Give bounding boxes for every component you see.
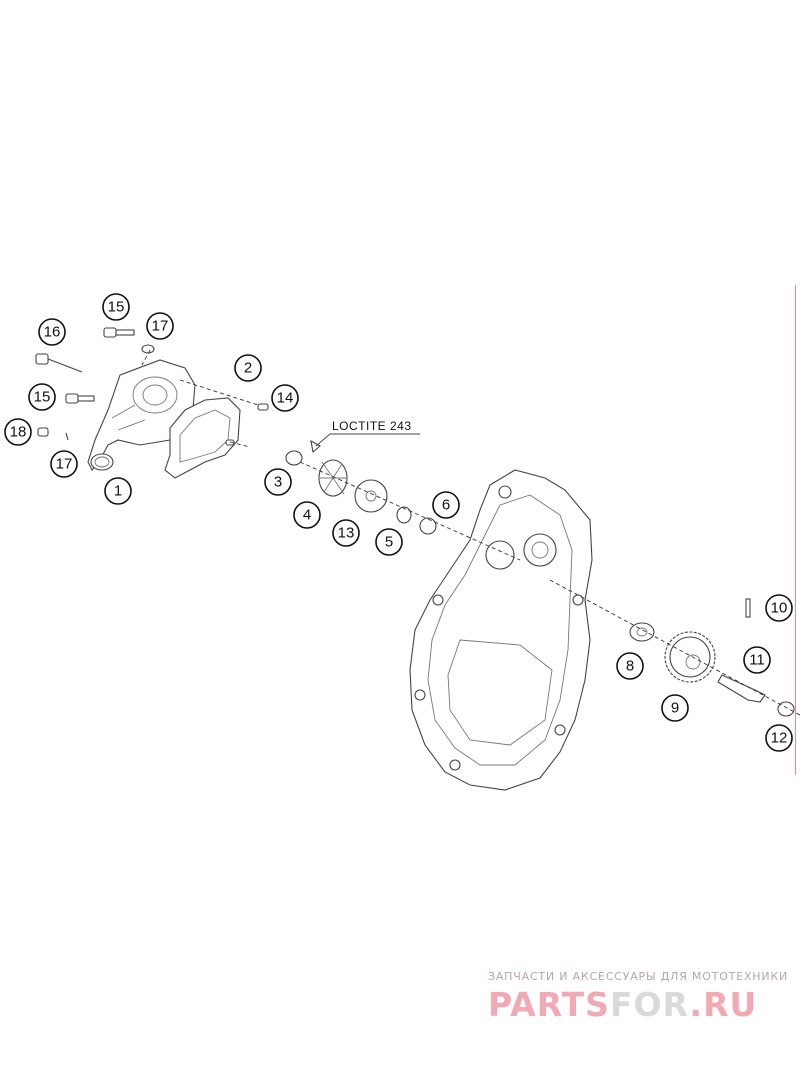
svg-text:17: 17 [152,318,169,335]
callout-10: 10 [765,594,793,622]
svg-text:1: 1 [114,483,122,500]
impeller-assembly [285,439,437,535]
callout-3: 3 [264,468,292,496]
svg-text:3: 3 [274,474,282,491]
callout-16: 16 [38,318,66,346]
svg-text:15: 15 [34,389,51,406]
watermark-logo: PARTSFOR.RU [488,985,757,1024]
callout-15-top: 15 [102,293,130,321]
bolts [35,327,155,441]
callout-15-left: 15 [28,383,56,411]
callout-14: 14 [271,384,299,412]
callout-17-top: 17 [146,312,174,340]
callout-18: 18 [4,418,32,446]
callout-6: 6 [432,491,460,519]
svg-text:12: 12 [771,730,788,747]
callout-13: 13 [332,519,360,547]
assembly-axes [141,349,800,716]
callout-4: 4 [293,501,321,529]
svg-text:18: 18 [10,424,27,441]
drive-assembly [629,598,795,717]
svg-text:10: 10 [771,600,788,617]
pump-cover-part [87,359,196,472]
watermark-tagline: ЗАПЧАСТИ И АКСЕССУАРЫ ДЛЯ МОТОТЕХНИКИ [488,970,789,983]
callout-2: 2 [234,354,262,382]
svg-text:2: 2 [244,360,252,377]
svg-text:6: 6 [442,497,450,514]
dowel-pins [225,403,269,446]
loctite-note: LOCTITE 243 [315,419,420,447]
callout-9: 9 [661,694,689,722]
svg-text:5: 5 [385,534,393,551]
svg-text:8: 8 [626,658,634,675]
svg-text:17: 17 [56,456,73,473]
callout-1: 1 [104,477,132,505]
svg-text:4: 4 [303,507,311,524]
callout-11: 11 [743,646,771,674]
svg-text:14: 14 [277,390,294,407]
callout-12: 12 [765,724,793,752]
svg-text:11: 11 [749,652,765,669]
watermark-brand-a: PARTS [488,985,610,1024]
callout-5: 5 [375,528,403,556]
loctite-note-text: LOCTITE 243 [332,419,412,433]
watermark-brand-b: FOR [609,985,690,1024]
crankcase-cover-part [409,469,593,791]
callout-17-left: 17 [50,450,78,478]
svg-text:16: 16 [44,324,61,341]
watermark-brand-c: .RU [689,985,758,1024]
callout-8: 8 [616,652,644,680]
svg-text:15: 15 [108,299,125,316]
svg-text:9: 9 [671,700,679,717]
edge-line [795,285,796,775]
svg-text:13: 13 [338,525,355,542]
